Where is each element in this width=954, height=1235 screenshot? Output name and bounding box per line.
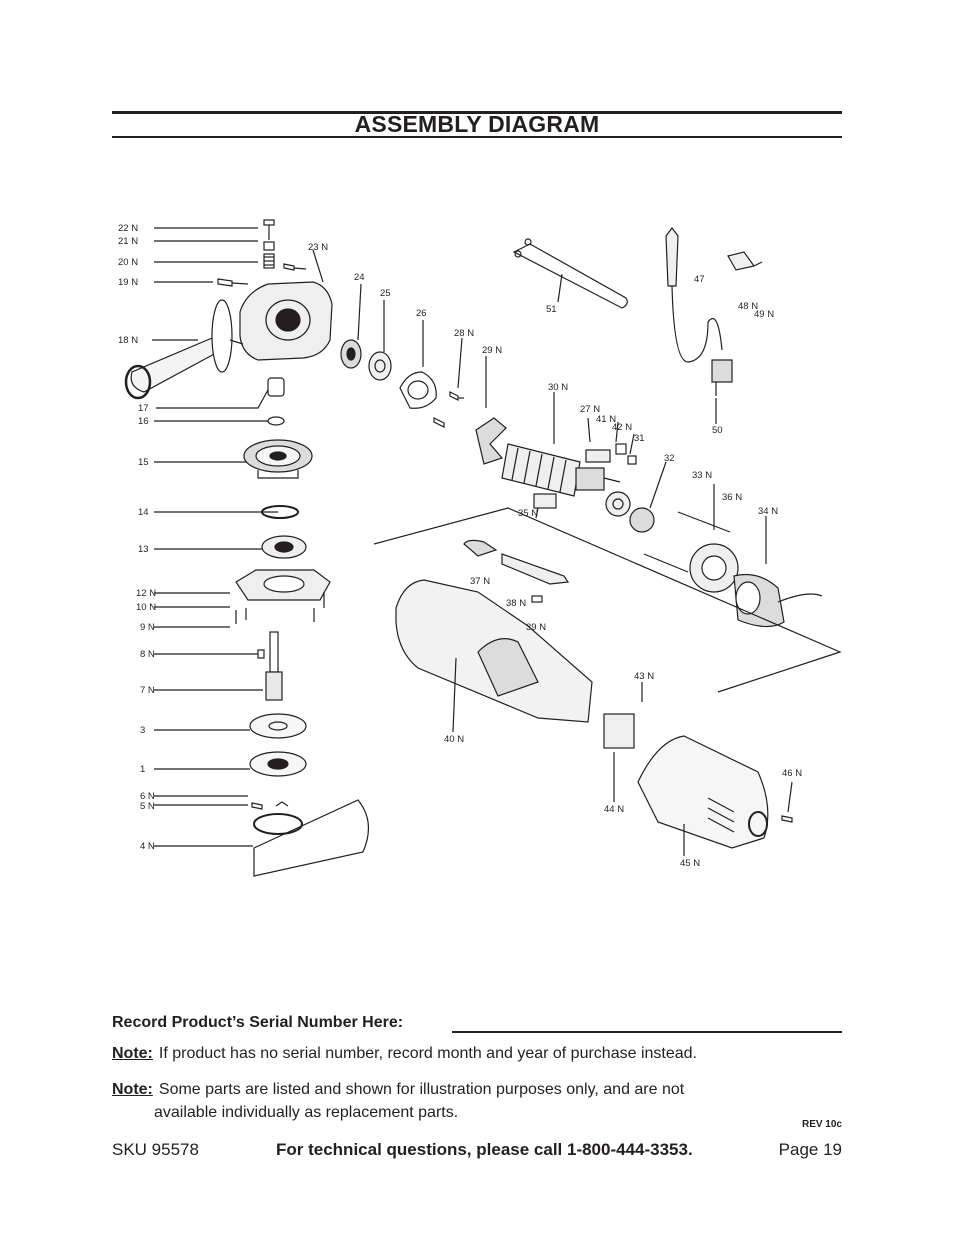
top-rule-thick <box>112 111 842 114</box>
label-42: 42 N <box>612 422 632 433</box>
label-18: 18 N <box>118 335 138 346</box>
label-36: 36 N <box>722 492 742 503</box>
label-1: 1 <box>140 764 145 775</box>
label-22: 22 N <box>118 223 138 234</box>
label-15: 15 <box>138 457 149 468</box>
label-39: 39 N <box>526 622 546 633</box>
label-32: 32 <box>664 453 675 464</box>
label-10: 10 N <box>136 602 156 613</box>
label-35: 35 N <box>518 508 538 519</box>
label-47: 47 <box>694 274 705 285</box>
label-48: 48 N <box>738 301 758 312</box>
label-43: 43 N <box>634 671 654 682</box>
note-1: Note: If product has no serial number, re… <box>112 1042 697 1065</box>
note-2-text-line1: Some parts are listed and shown for illu… <box>158 1081 685 1098</box>
note-1-key: Note: <box>112 1045 153 1062</box>
label-24: 24 <box>354 272 365 283</box>
label-20: 20 N <box>118 257 138 268</box>
label-30: 30 N <box>548 382 568 393</box>
label-33: 33 N <box>692 470 712 481</box>
serial-number-label: Record Product’s Serial Number Here: <box>112 1014 404 1031</box>
label-50: 50 <box>712 425 723 436</box>
label-6: 6 N <box>140 791 155 802</box>
page-title: ASSEMBLY DIAGRAM <box>354 111 600 137</box>
label-25: 25 <box>380 288 391 299</box>
revision-code: REV 10c <box>801 1119 842 1130</box>
label-19: 19 N <box>118 277 138 288</box>
label-7: 7 N <box>140 685 155 696</box>
label-45: 45 N <box>680 858 700 869</box>
label-49: 49 N <box>754 309 774 320</box>
top-rule-thin <box>112 136 842 138</box>
label-26: 26 <box>416 308 427 319</box>
label-38: 38 N <box>506 598 526 609</box>
label-8: 8 N <box>140 649 155 660</box>
label-27: 27 N <box>580 404 600 415</box>
label-41: 41 N <box>596 414 616 425</box>
note-2: Note: Some parts are listed and shown for… <box>112 1078 802 1124</box>
label-21: 21 N <box>118 236 138 247</box>
label-12: 12 N <box>136 588 156 599</box>
label-23: 23 N <box>308 242 328 253</box>
footer-page-number: Page 19 <box>778 1140 842 1159</box>
label-17: 17 <box>138 403 149 414</box>
label-37: 37 N <box>470 576 490 587</box>
label-9: 9 N <box>140 622 155 633</box>
serial-number-line <box>452 1031 842 1033</box>
note-2-text-line2: available individually as replacement pa… <box>154 1104 459 1121</box>
footer-tech-support: For technical questions, please call 1-8… <box>276 1140 693 1159</box>
label-13: 13 <box>138 544 149 555</box>
label-34: 34 N <box>758 506 778 517</box>
label-4: 4 N <box>140 841 155 852</box>
label-40: 40 N <box>444 734 464 745</box>
note-2-key: Note: <box>112 1081 153 1098</box>
assembly-diagram: 22 N 21 N 20 N 19 N 18 N 17 16 15 14 13 … <box>118 219 842 877</box>
label-3: 3 <box>140 725 145 736</box>
note-1-text: If product has no serial number, record … <box>158 1045 697 1062</box>
label-46: 46 N <box>782 768 802 779</box>
label-31: 31 <box>634 433 645 444</box>
label-51: 51 <box>546 304 557 315</box>
footer-sku: SKU 95578 <box>112 1140 199 1159</box>
label-29: 29 N <box>482 345 502 356</box>
label-5: 5 N <box>140 801 155 812</box>
label-14: 14 <box>138 507 149 518</box>
label-44: 44 N <box>604 804 624 815</box>
label-16: 16 <box>138 416 149 427</box>
label-28: 28 N <box>454 328 474 339</box>
